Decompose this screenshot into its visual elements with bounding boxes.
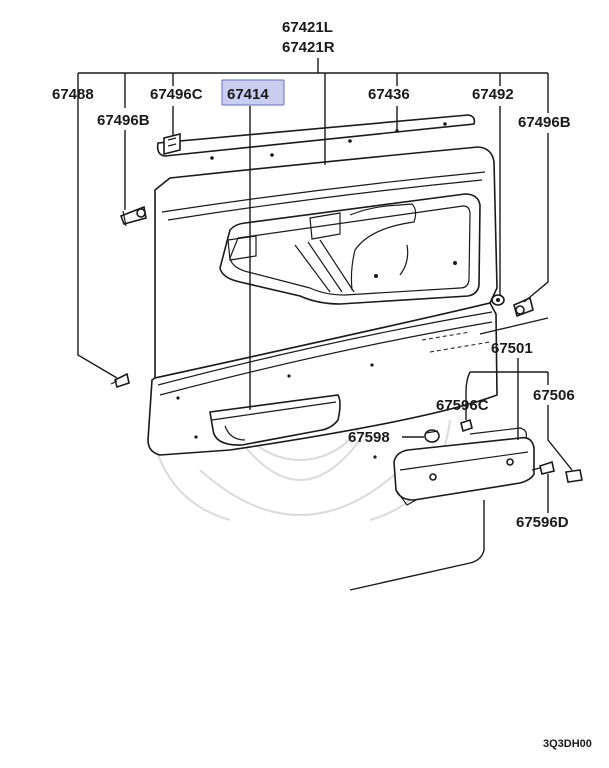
clip-part-67496B-right [513, 296, 534, 318]
screw-part-67596D [531, 460, 555, 475]
label-67496B-left[interactable]: 67496B [97, 112, 150, 129]
weatherstrip-part-67436 [156, 114, 476, 160]
clip-part-67496B-left [119, 205, 147, 227]
label-67596C[interactable]: 67596C [436, 397, 489, 414]
label-67501[interactable]: 67501 [491, 340, 533, 357]
label-67496B-right[interactable]: 67496B [518, 114, 571, 131]
label-67598[interactable]: 67598 [348, 429, 390, 446]
door-frame-outline [349, 317, 549, 591]
label-67421R[interactable]: 67421R [282, 39, 335, 56]
armrest-assy-part-67501 [393, 427, 535, 506]
armrest-part-67414 [209, 394, 341, 446]
label-67488[interactable]: 67488 [52, 86, 94, 103]
label-67506[interactable]: 67506 [533, 387, 575, 404]
screw-part-67596C [460, 418, 473, 433]
label-67596D[interactable]: 67596D [516, 514, 569, 531]
grommet-part-67492 [491, 294, 505, 306]
label-67414[interactable]: 67414 [227, 86, 269, 103]
label-67436[interactable]: 67436 [368, 86, 410, 103]
cap-part-67506 [565, 469, 583, 483]
screw-part-67488 [110, 372, 130, 389]
label-67496C[interactable]: 67496C [150, 86, 203, 103]
cap-part-67598 [424, 429, 440, 443]
label-67421L[interactable]: 67421L [282, 19, 333, 36]
clip-part-67496C [163, 132, 181, 156]
leader-lines [77, 58, 573, 513]
label-67492[interactable]: 67492 [472, 86, 514, 103]
highlight-box-67414 [221, 79, 285, 106]
figure-code: 3Q3DH00 [543, 738, 592, 750]
